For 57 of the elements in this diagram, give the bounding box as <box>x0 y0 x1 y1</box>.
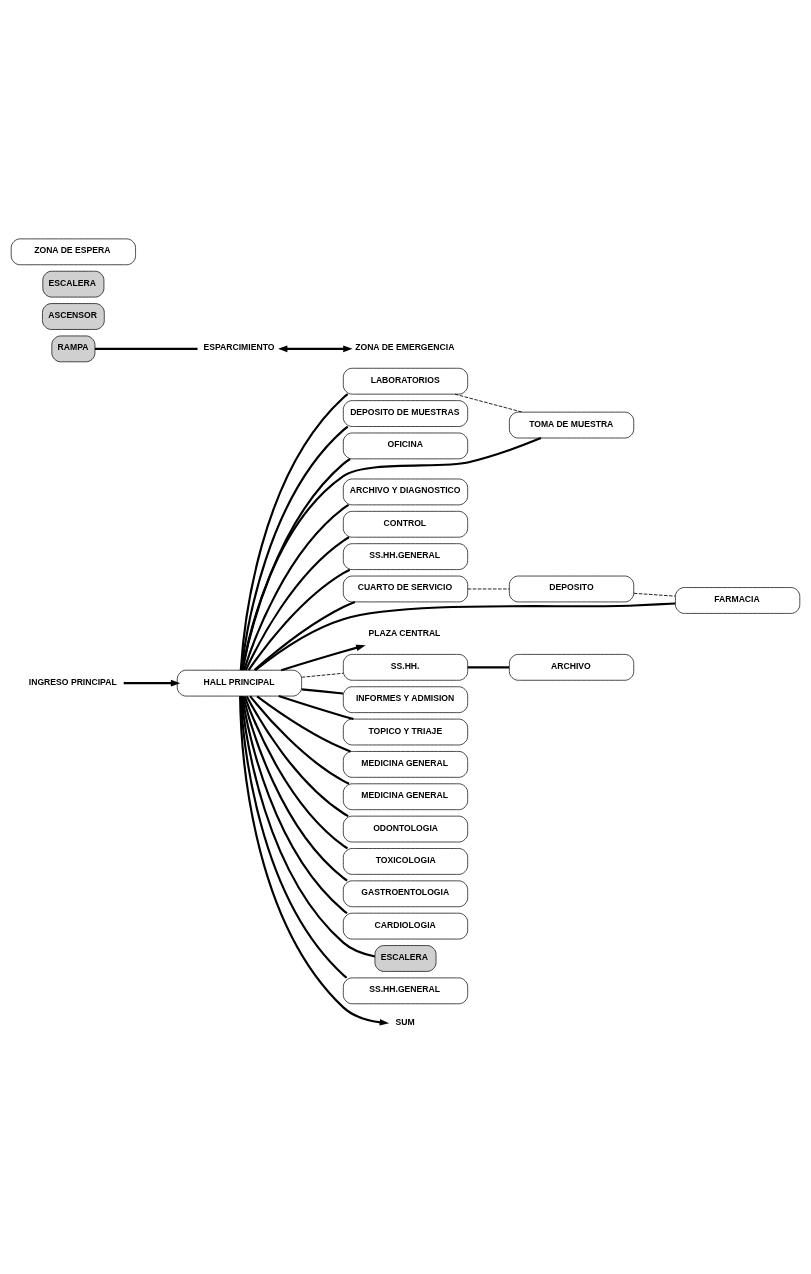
connector <box>301 672 344 678</box>
node-box: MEDICINA GENERAL <box>342 750 469 778</box>
node-box: CUARTO DE SERVICIO <box>342 575 469 602</box>
connector <box>241 695 348 914</box>
node-box: FARMACIA <box>675 586 801 614</box>
node-box: ARCHIVO <box>509 653 635 681</box>
node-box: SS.HH.GENERAL <box>342 542 469 570</box>
node-text: ZONA DE EMERGENCIA <box>355 341 455 352</box>
node-box: TOPICO Y TRIAJE <box>342 718 469 745</box>
connector <box>256 694 351 752</box>
arrow <box>278 345 353 352</box>
node-box: OFICINA <box>342 432 469 459</box>
connector <box>253 600 356 671</box>
node-text: PLAZA CENTRAL <box>368 627 441 638</box>
connector <box>243 503 350 670</box>
connector <box>242 695 348 882</box>
node-box: SS.HH. <box>342 653 469 681</box>
connector <box>278 694 354 720</box>
node-box: TOXICOLOGIA <box>342 847 469 875</box>
node-box: MEDICINA GENERAL <box>342 782 469 810</box>
node-box: ZONA DE ESPERA <box>10 238 136 265</box>
connector <box>245 695 349 817</box>
node-box: CONTROL <box>342 510 469 538</box>
node-box: ESCALERA <box>42 270 105 297</box>
connector <box>240 695 376 957</box>
connector <box>241 457 351 670</box>
node-box: ESCALERA <box>374 944 437 972</box>
connector <box>243 695 349 849</box>
connector <box>244 535 350 670</box>
node-box: RAMPA <box>51 335 96 362</box>
node-box: GASTROENTOLOGIA <box>342 880 469 907</box>
node-box: LABORATORIOS <box>342 367 469 395</box>
node-text: INGRESO PRINCIPAL <box>28 676 117 687</box>
arrow <box>123 679 181 686</box>
node-box: SS.HH.GENERAL <box>342 977 469 1004</box>
connector <box>239 695 348 979</box>
connector <box>249 694 350 785</box>
node-box: DEPOSITO <box>509 575 635 602</box>
arrow <box>239 695 390 1026</box>
node-box: DEPOSITO DE MUESTRAS <box>342 399 469 427</box>
node-box: INFORMES Y ADMISION <box>342 685 469 713</box>
node-box: CARDIOLOGIA <box>342 912 469 939</box>
connector <box>633 592 676 597</box>
node-box: HALL PRINCIPAL <box>176 669 302 696</box>
arrow <box>280 644 366 671</box>
node-box: TOMA DE MUESTRA <box>509 411 635 438</box>
connector <box>467 665 510 668</box>
connector <box>241 436 542 670</box>
node-text: ESPARCIMIENTO <box>203 341 275 352</box>
node-box: ARCHIVO Y DIAGNOSTICO <box>342 478 469 505</box>
connector <box>254 601 676 671</box>
connector <box>247 568 351 671</box>
node-text: SUM <box>395 1016 415 1027</box>
connector <box>301 687 344 695</box>
node-box: ASCENSOR <box>42 302 105 330</box>
node-box: ODONTOLOGIA <box>342 815 469 842</box>
connector <box>94 347 198 350</box>
